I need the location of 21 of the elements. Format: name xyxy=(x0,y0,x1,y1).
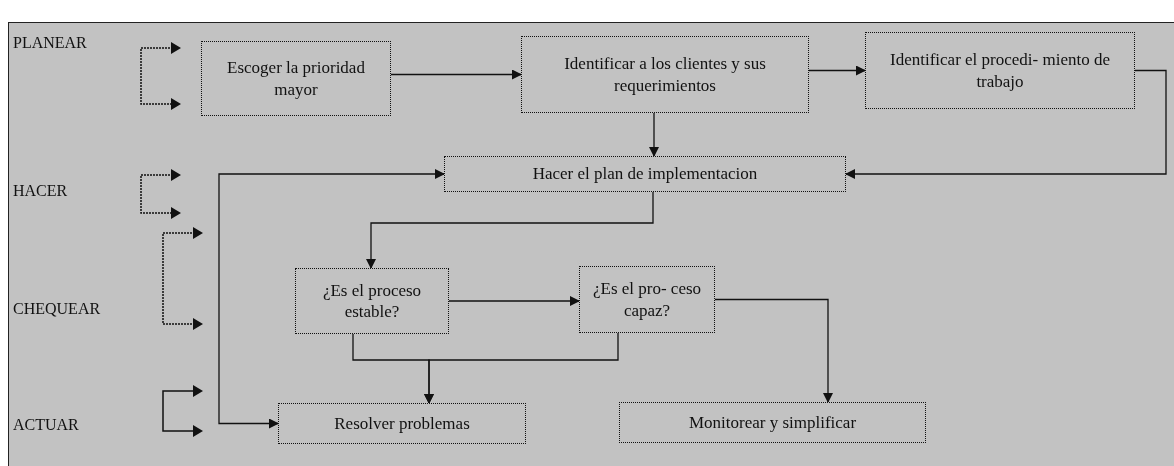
phase-label: CHEQUEAR xyxy=(13,301,101,317)
process-box: ¿Es el proceso estable? xyxy=(295,268,449,334)
process-box: Escoger la prioridad mayor xyxy=(201,41,391,116)
arrow xyxy=(448,296,580,306)
arrow xyxy=(366,191,654,269)
process-box: Identificar el procedi- miento de trabajo xyxy=(865,32,1135,109)
arrow xyxy=(845,69,1167,179)
arrow xyxy=(218,169,445,429)
phase-label: ACTUAR xyxy=(13,417,79,433)
phase-label: HACER xyxy=(13,183,68,199)
arrow xyxy=(649,112,659,157)
process-box: Monitorear y simplificar xyxy=(619,402,926,443)
arrow xyxy=(424,332,619,404)
process-box: Identificar a los clientes y sus requerimientos xyxy=(521,36,809,113)
arrow xyxy=(714,298,833,403)
process-box: Hacer el plan de implementacion xyxy=(444,156,846,192)
process-box: ¿Es el pro- ceso capaz? xyxy=(579,266,715,333)
phase-label: PLANEAR xyxy=(13,35,87,51)
process-box: Resolver problemas xyxy=(278,403,526,444)
arrow xyxy=(390,69,522,80)
arrow xyxy=(808,65,866,76)
